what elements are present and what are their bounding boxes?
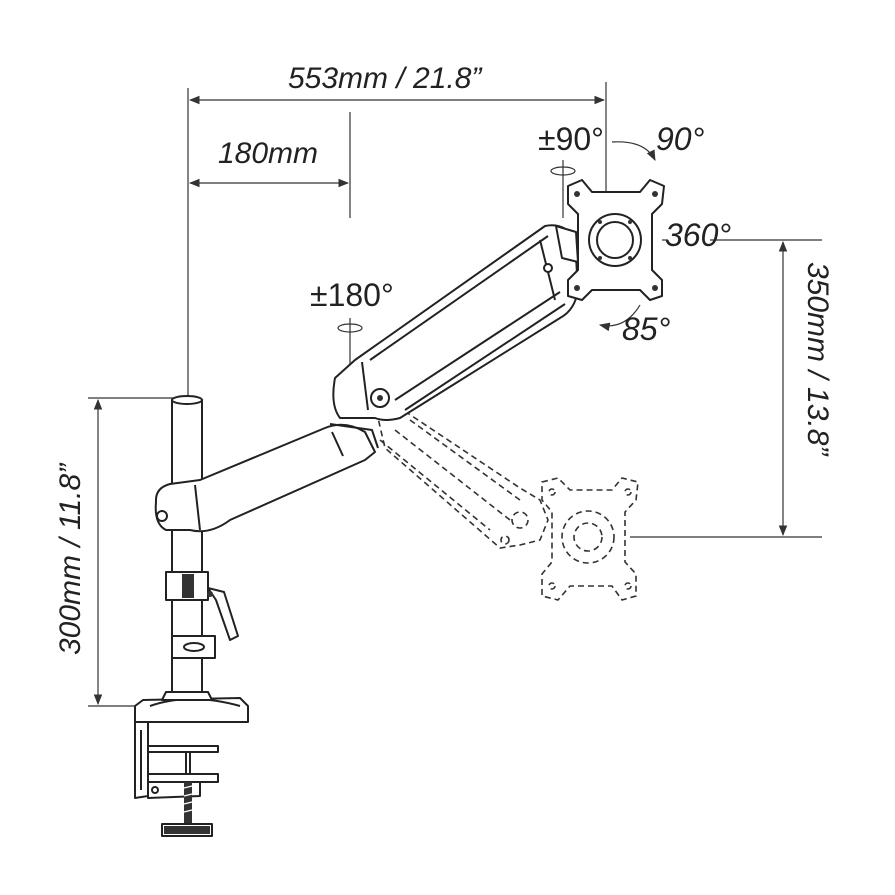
arm-swivel-label: ±180° [310, 277, 394, 313]
vertical-travel-label: 350mm / 13.8” [801, 262, 834, 457]
desk-clamp [134, 697, 249, 837]
vesa-plate [567, 179, 665, 301]
lower-arm [154, 423, 379, 533]
arm-lowered-position [377, 407, 639, 601]
rotation-label: 360° [665, 217, 731, 253]
tilt-up-label: 90° [656, 121, 705, 157]
upper-arm [332, 224, 579, 421]
dimension-lines [88, 82, 822, 707]
inner-reach-label: 180mm [218, 137, 318, 170]
pole [161, 395, 239, 701]
rotation-arcs [337, 141, 668, 370]
tilt-down-label: 85° [622, 311, 671, 347]
head-swivel-label: ±90° [538, 121, 604, 157]
pole-height-label: 300mm / 11.8” [54, 462, 87, 655]
total-reach-label: 553mm / 21.8” [288, 62, 483, 95]
